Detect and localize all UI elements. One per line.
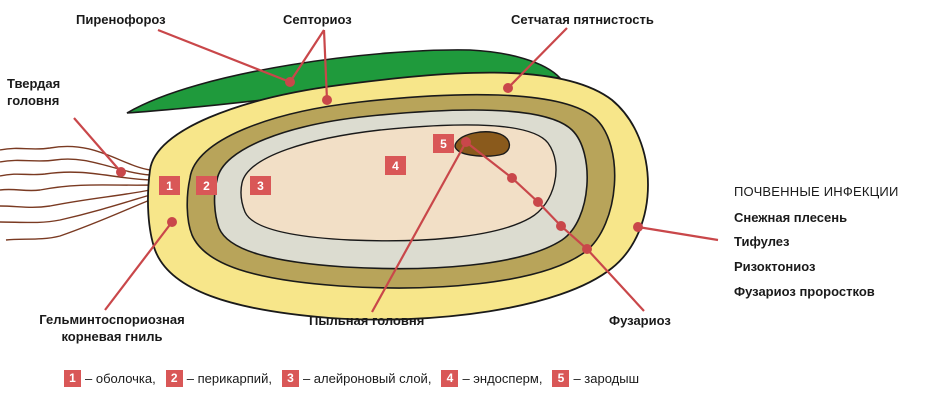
legend-badge-5: 5 xyxy=(552,370,569,387)
legend-badge-3: 3 xyxy=(282,370,299,387)
soil-infections-title: ПОЧВЕННЫЕ ИНФЕКЦИИ xyxy=(734,183,899,200)
label-helmintho-root-rot: Гельминтоспориозная корневая гниль xyxy=(22,311,202,345)
label-fusariosis: Фузариоз xyxy=(609,312,671,329)
badge-3: 3 xyxy=(257,179,264,193)
soil-item-snow-mold: Снежная плесень xyxy=(734,209,847,226)
badge-1: 1 xyxy=(166,179,173,193)
legend-text-5: – зародыш xyxy=(573,371,639,386)
label-pyrenophorosis: Пиренофороз xyxy=(76,11,166,28)
badge-2: 2 xyxy=(203,179,210,193)
legend-badge-4: 4 xyxy=(441,370,458,387)
legend-text-4: – эндосперм, xyxy=(462,371,542,386)
legend-text-3: – алейроновый слой, xyxy=(303,371,431,386)
legend-text-2: – перикарпий, xyxy=(187,371,272,386)
soil-item-rhizoctoniosis: Ризоктониоз xyxy=(734,258,815,275)
legend-badge-2: 2 xyxy=(166,370,183,387)
legend-badge-1: 1 xyxy=(64,370,81,387)
label-net-blotch: Сетчатая пятнистость xyxy=(511,11,654,28)
root-hairs xyxy=(0,146,150,240)
legend-text-1: – оболочка, xyxy=(85,371,156,386)
badge-4: 4 xyxy=(392,159,399,173)
label-loose-smut: Пыльная головня xyxy=(309,312,424,329)
badge-5: 5 xyxy=(440,137,447,151)
label-common-bunt: Твердая головня xyxy=(7,75,60,109)
legend: 1 – оболочка, 2 – перикарпий, 3 – алейро… xyxy=(64,370,649,387)
soil-item-typhulosis: Тифулез xyxy=(734,233,789,250)
soil-item-seedling-fusariosis: Фузариоз проростков xyxy=(734,283,875,300)
label-septoriosis: Септориоз xyxy=(283,11,352,28)
